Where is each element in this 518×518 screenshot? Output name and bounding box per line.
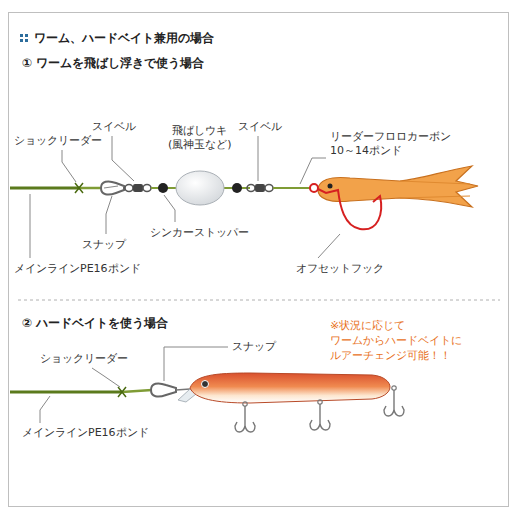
- leader-lines: [30, 136, 340, 258]
- snap: [101, 181, 124, 194]
- leader-lines: [40, 347, 228, 423]
- title-icon: [20, 34, 28, 42]
- part-label: メインラインPE16ポンド: [22, 426, 149, 440]
- sinker-stopper: [158, 183, 168, 193]
- main-line: [10, 187, 80, 190]
- swivel: [125, 184, 151, 192]
- separator: [18, 300, 500, 301]
- shock-leader: [80, 187, 102, 190]
- section-heading: ① ワームを飛ばし浮きで使う場合: [22, 56, 204, 70]
- main-line: [10, 391, 122, 394]
- offset-hook: [310, 184, 381, 229]
- section-heading: ② ハードベイトを使う場合: [22, 316, 168, 330]
- part-label: メインラインPE16ポンド: [14, 262, 141, 276]
- note: ※状況に応じて ワームからハードベイトに ルアーチェンジ可能！！: [330, 318, 462, 363]
- shock-leader: [122, 390, 152, 392]
- minnow-lure: [190, 373, 390, 403]
- part-label: スナップ: [82, 238, 126, 252]
- worm: [318, 166, 478, 207]
- part-label: 飛ばしウキ (風神玉など): [168, 124, 232, 152]
- worm-eye: [328, 184, 333, 189]
- snap: [151, 383, 176, 396]
- part-label: スナップ: [232, 340, 276, 354]
- lure-eye: [202, 381, 209, 388]
- knot: [118, 387, 126, 397]
- part-label: スイベル: [238, 120, 282, 134]
- part-label: リーダーフロロカーボン 10～14ポンド: [330, 130, 451, 158]
- frame: [9, 13, 509, 507]
- part-label: ショックリーダー: [14, 134, 102, 148]
- diagram-title: ワーム、ハードベイト兼用の場合: [34, 31, 214, 45]
- worm-fins: [400, 181, 470, 198]
- swivel: [247, 184, 273, 192]
- knot: [75, 183, 83, 193]
- part-label: オフセットフック: [296, 262, 384, 276]
- float: [176, 171, 224, 205]
- snap-wire: [176, 389, 190, 390]
- part-label: シンカーストッパー: [150, 226, 249, 240]
- fluoro-leader: [273, 187, 311, 189]
- part-label: ショックリーダー: [40, 352, 128, 366]
- snap-wire: [104, 186, 118, 188]
- sinker-stopper: [232, 183, 242, 193]
- part-label: スイベル: [92, 120, 136, 134]
